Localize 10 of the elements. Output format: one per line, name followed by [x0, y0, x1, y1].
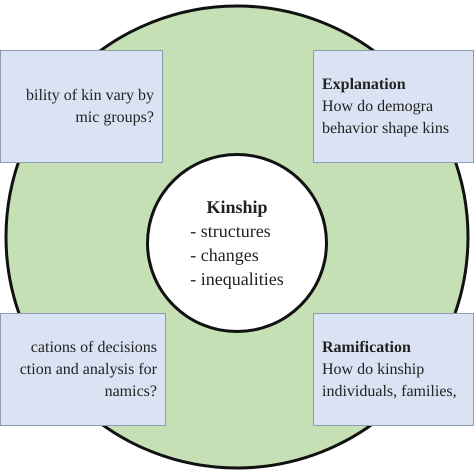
- list-item: - structures: [190, 220, 272, 243]
- heading: Kinship: [206, 196, 268, 219]
- heading: Explanation: [322, 74, 407, 94]
- body-text: cations of decisions ction and analysis for namics?: [18, 338, 157, 402]
- list-item: - changes: [190, 244, 260, 267]
- body-text: How do demogra behavior shape kins: [322, 96, 450, 138]
- body-text: How do kinship individuals, families,: [322, 360, 458, 402]
- heading: Ramification: [322, 338, 412, 358]
- body-text: bility of kin vary by mic groups?: [25, 86, 154, 128]
- list-item: - inequalities: [190, 268, 284, 291]
